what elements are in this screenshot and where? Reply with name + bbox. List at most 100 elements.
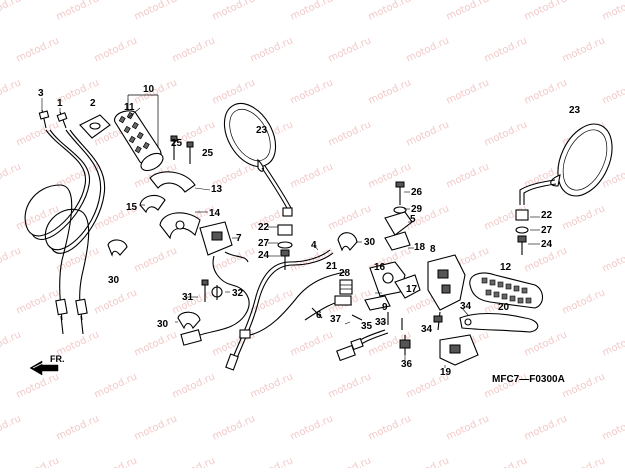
callout-throttle-housing-upper: 13: [211, 184, 223, 195]
watermark-text: motod.ru: [483, 35, 529, 64]
watermark-text: motod.ru: [483, 119, 529, 148]
callout-pin-9: 9: [382, 302, 388, 313]
watermark-text: motod.ru: [561, 203, 607, 232]
watermark-text: motod.ru: [15, 35, 61, 64]
callout-choke-cable: 21: [326, 261, 338, 272]
watermark-text: motod.ru: [561, 35, 607, 64]
callout-bolt-26: 26: [411, 187, 423, 198]
leader-lines: [41, 98, 540, 368]
choke-lever: [439, 334, 479, 366]
callout-cable-holder: 2: [90, 98, 96, 109]
throttle-housing: [139, 171, 201, 240]
watermark-text: motod.ru: [15, 287, 61, 316]
watermark-text: motod.ru: [133, 77, 179, 106]
watermark-text: motod.ru: [601, 329, 625, 358]
callout-screw-37: 37: [330, 314, 342, 325]
watermark-text: motod.ru: [0, 77, 23, 106]
callout-screw-35: 35: [361, 321, 373, 332]
watermark-text: motod.ru: [445, 413, 491, 442]
callout-cable-6: 6: [316, 310, 322, 321]
callout-mirror-bolt-right: 24: [258, 250, 270, 261]
watermark-text: motod.ru: [55, 413, 101, 442]
watermark-text: motod.ru: [445, 161, 491, 190]
throttle-cables: [24, 109, 128, 335]
watermark-text: motod.ru: [171, 371, 217, 400]
callout-mirror-washer-right: 27: [258, 238, 270, 249]
watermark-text: motod.ru: [55, 161, 101, 190]
clamp-lower: [177, 311, 201, 330]
watermark-text: motod.ru: [93, 371, 139, 400]
callout-lever-bracket: 18: [414, 242, 426, 253]
watermark-text: motod.ru: [0, 329, 23, 358]
watermark-text: motod.ru: [0, 413, 23, 442]
watermark-text: motod.ru: [133, 245, 179, 274]
watermark-text: motod.ru: [561, 455, 607, 468]
left-switch: [427, 254, 466, 331]
watermark-text: motod.ru: [601, 413, 625, 442]
callout-clamp-lower: 30: [157, 319, 169, 330]
throttle-grip: [114, 94, 194, 172]
watermark-text: motod.ru: [523, 329, 569, 358]
watermark-text: motod.ru: [601, 245, 625, 274]
watermark-text: motod.ru: [367, 161, 413, 190]
callout-clutch-lever: 20: [498, 302, 510, 313]
watermark-text: motod.ru: [289, 161, 335, 190]
callout-adjuster: 28: [339, 268, 351, 279]
callout-mirror-washer-left: 27: [541, 225, 553, 236]
watermark-text: motod.ru: [523, 413, 569, 442]
front-indicator: FR.: [29, 354, 65, 376]
lower-wiring: [336, 329, 411, 362]
clamp-upper: [337, 232, 358, 252]
watermark-text: motod.ru: [601, 77, 625, 106]
watermark-text: motod.ru: [171, 455, 217, 468]
callout-right-switch: 7: [236, 233, 242, 244]
watermark-text: motod.ru: [523, 77, 569, 106]
watermark-text: motod.ru: [249, 35, 295, 64]
callout-throttle-cable-a: 1: [57, 98, 63, 109]
callout-screw-32: 32: [232, 288, 244, 299]
watermark-text: motod.ru: [133, 329, 179, 358]
watermark-text: motod.ru: [289, 413, 335, 442]
watermark-text: motod.ru: [133, 0, 179, 23]
diagram-code: MFC7—F0300A: [492, 374, 565, 385]
left-mirror: [515, 123, 613, 255]
callout-mirror-right: 23: [256, 125, 268, 136]
watermark-text: motod.ru: [93, 455, 139, 468]
watermark-text: motod.ru: [367, 0, 413, 23]
watermark-text: motod.ru: [0, 161, 23, 190]
screws-31-32: [201, 279, 223, 302]
right-mirror: [223, 103, 293, 270]
callout-throttle-housing-lower: 14: [209, 208, 221, 219]
callout-clamp-cable-left: 30: [108, 275, 120, 286]
callout-throttle-housing-pulley: 15: [126, 202, 138, 213]
callout-screw-34b: 34: [460, 301, 472, 312]
watermark-text: motod.ru: [405, 119, 451, 148]
watermark-text: motod.ru: [0, 0, 23, 23]
callout-screw-33: 33: [375, 317, 387, 328]
watermark-text: motod.ru: [93, 35, 139, 64]
callout-clamp-upper: 30: [364, 237, 376, 248]
watermark-text: motod.ru: [405, 455, 451, 468]
callout-screw-upper: 25: [171, 138, 183, 149]
watermark-text: motod.ru: [601, 0, 625, 23]
callout-left-switch: 8: [430, 244, 436, 255]
clutch-lever: [459, 313, 539, 333]
watermark-text: motod.ru: [211, 0, 257, 23]
watermark-text: motod.ru: [327, 35, 373, 64]
watermark-text: motod.ru: [327, 119, 373, 148]
watermark-text: motod.ru: [211, 413, 257, 442]
watermark-text: motod.ru: [289, 0, 335, 23]
watermark-text: motod.ru: [211, 77, 257, 106]
callout-choke-lever: 19: [440, 367, 452, 378]
watermark-text: motod.ru: [483, 455, 529, 468]
callout-screw-34: 34: [421, 324, 433, 335]
adjuster: [339, 279, 353, 295]
watermark-text: motod.ru: [15, 203, 61, 232]
watermark-text: motod.ru: [15, 455, 61, 468]
watermark-text: motod.ru: [367, 413, 413, 442]
clutch-cables: [225, 249, 352, 371]
watermark-text: motod.ru: [445, 77, 491, 106]
callout-screw-31: 31: [182, 292, 194, 303]
